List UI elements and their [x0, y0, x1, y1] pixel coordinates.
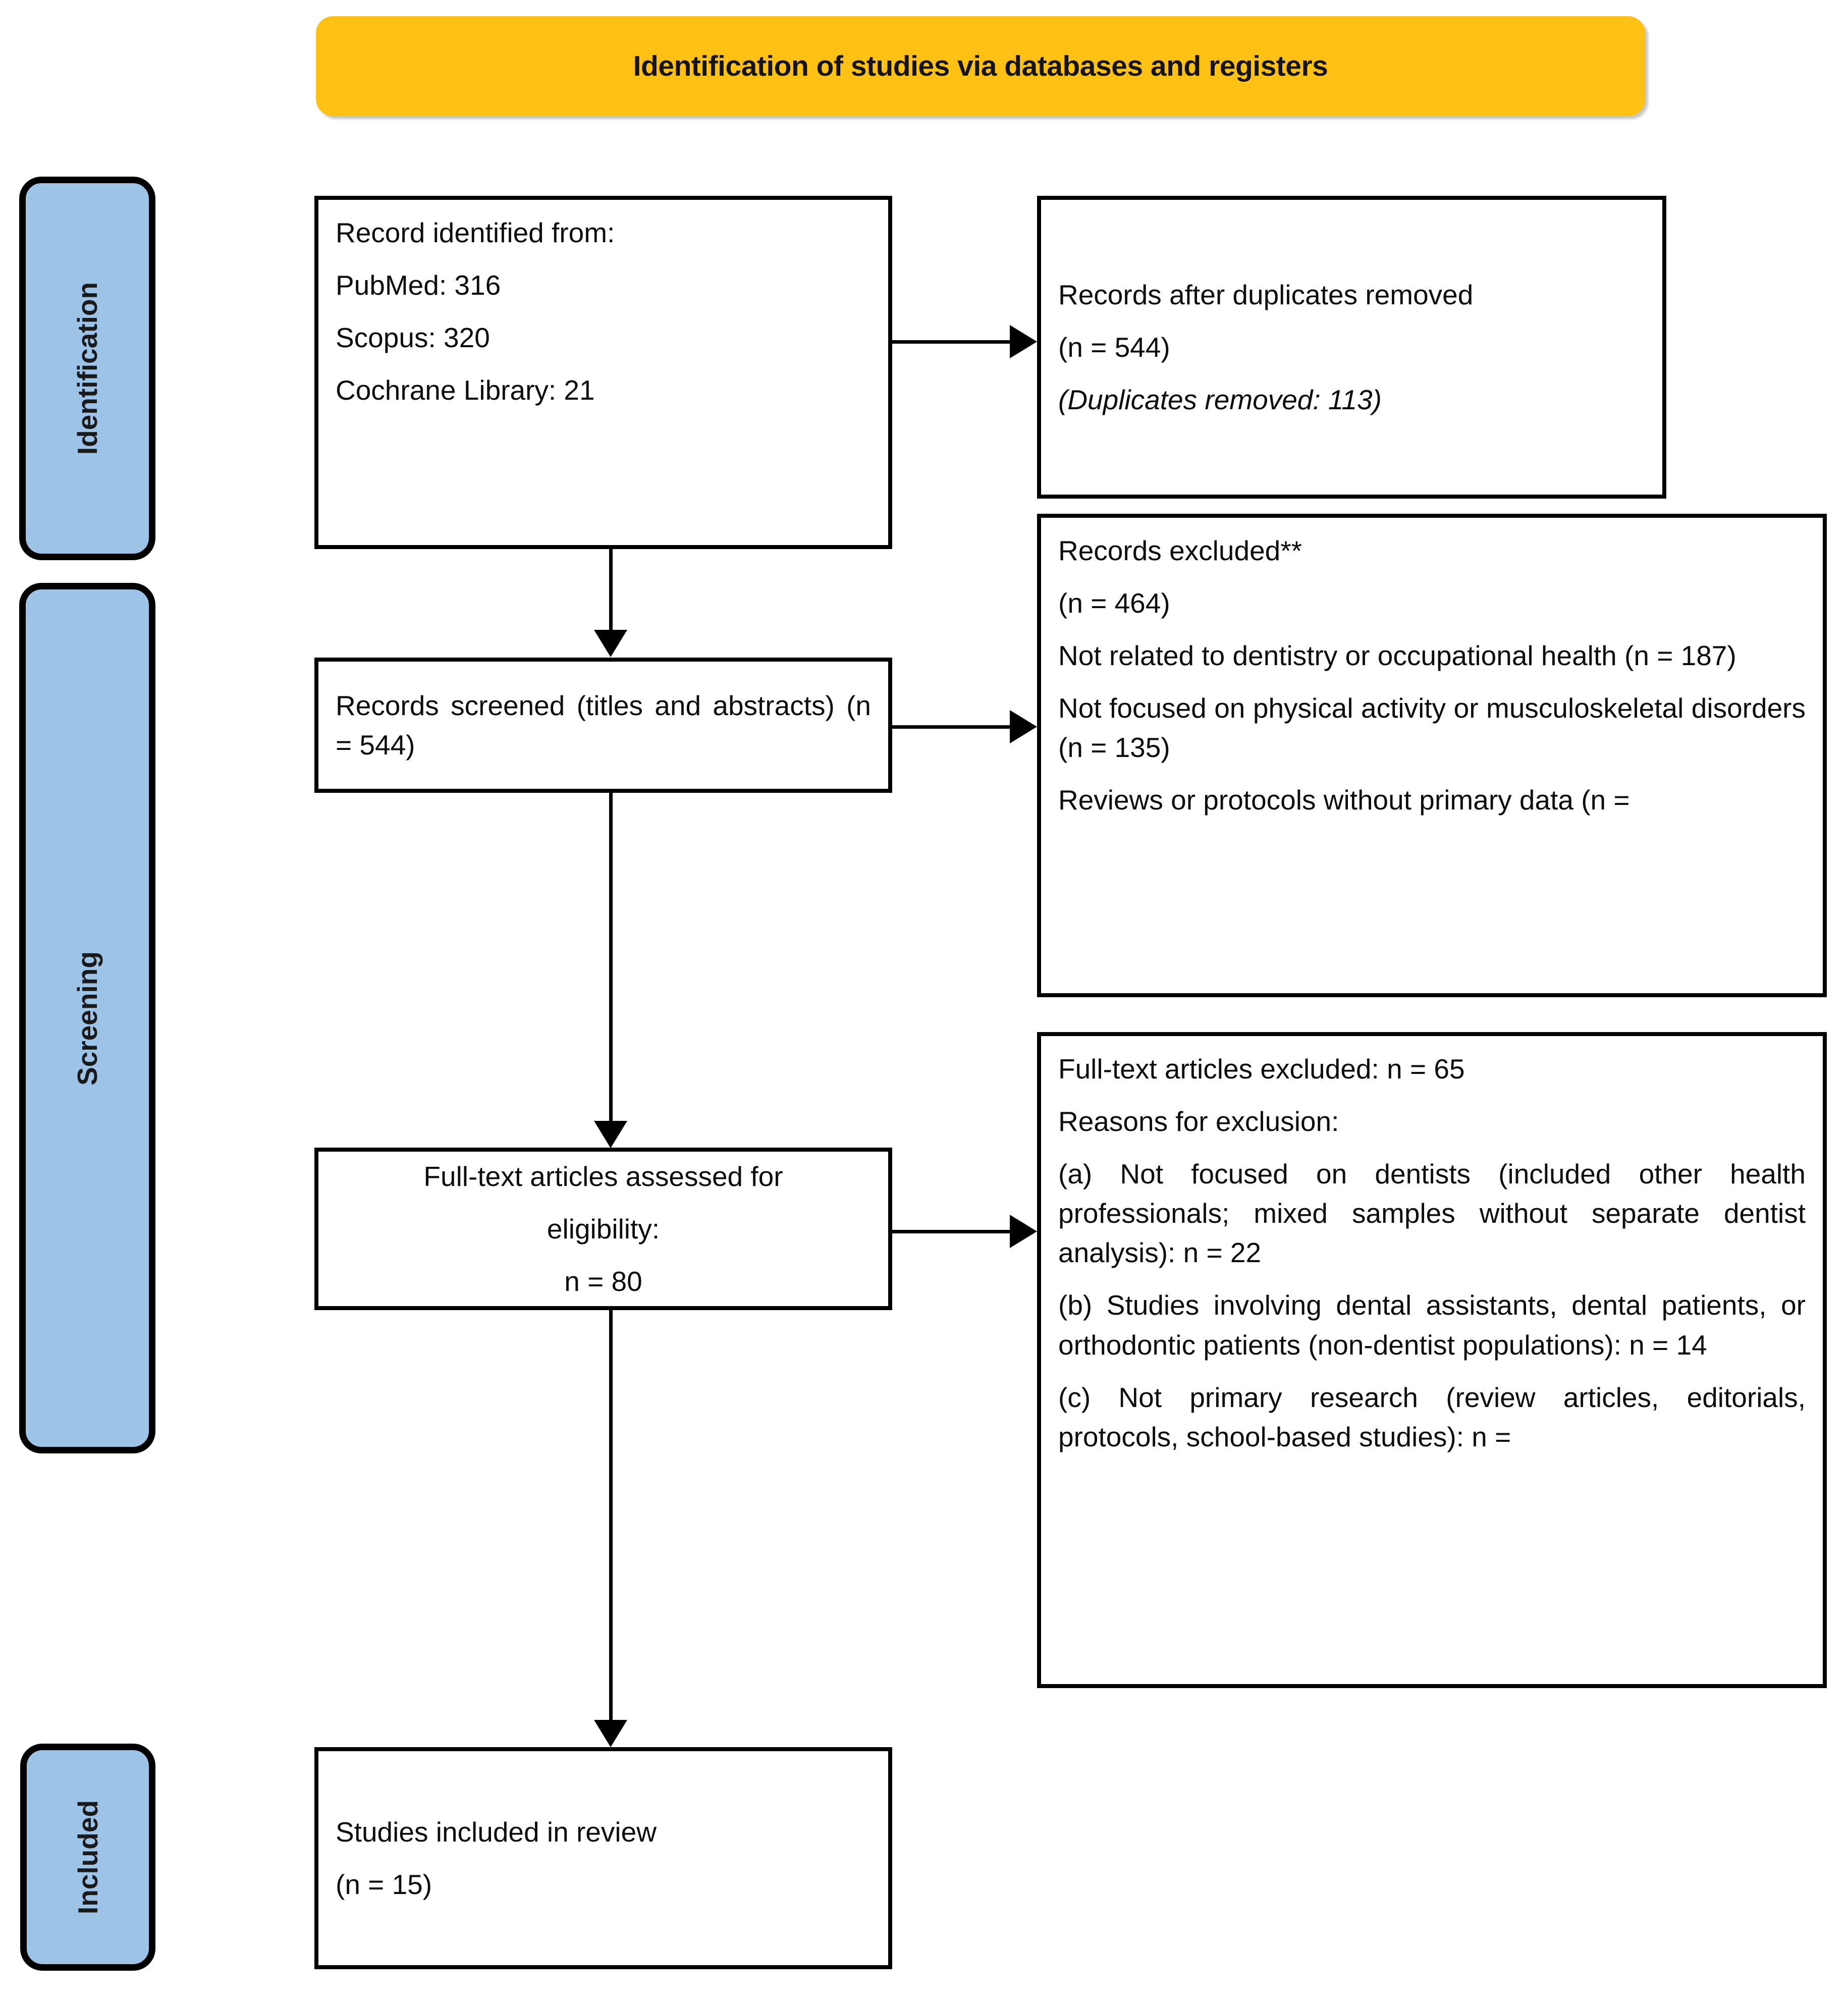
connector-fulltext-to-included-line	[609, 1310, 613, 1720]
fulltext-excluded-reasons-label: Reasons for exclusion:	[1058, 1106, 1339, 1138]
fulltext-assessed-count: n = 80	[564, 1266, 642, 1297]
connector-screened-to-fulltext-line	[609, 793, 613, 1121]
box-records-excluded: Records excluded** (n = 464) Not related…	[1037, 514, 1827, 997]
connector-fulltext-to-included-arrow	[594, 1720, 627, 1747]
diagram-header-banner: Identification of studies via databases …	[316, 16, 1645, 116]
studies-included-heading: Studies included in review	[336, 1816, 657, 1848]
fulltext-excluded-heading: Full-text articles excluded: n = 65	[1058, 1053, 1465, 1085]
connector-fulltext-to-ftexcluded-arrow	[1010, 1215, 1037, 1248]
records-identified-scopus: Scopus: 320	[336, 322, 490, 354]
box-studies-included: Studies included in review (n = 15)	[314, 1747, 892, 1969]
stage-label-identification-text: Identification	[72, 282, 103, 455]
records-identified-cochrane: Cochrane Library: 21	[336, 374, 595, 406]
connector-identified-to-duplicates-arrow	[1010, 325, 1037, 358]
connector-fulltext-to-ftexcluded-line	[892, 1230, 1011, 1233]
box-fulltext-excluded: Full-text articles excluded: n = 65 Reas…	[1037, 1032, 1827, 1688]
duplicates-count: (n = 544)	[1058, 331, 1170, 363]
records-screened-text: Records screened (titles and abstracts) …	[336, 689, 871, 761]
fulltext-excluded-reason-c: (c) Not primary research (review article…	[1058, 1381, 1806, 1452]
box-records-screened: Records screened (titles and abstracts) …	[314, 658, 892, 793]
duplicates-heading: Records after duplicates removed	[1058, 279, 1474, 310]
connector-screened-to-excluded-arrow	[1010, 710, 1037, 743]
records-identified-heading: Record identified from:	[336, 217, 615, 248]
box-records-after-duplicates: Records after duplicates removed (n = 54…	[1037, 196, 1666, 499]
box-fulltext-assessed: Full-text articles assessed for eligibil…	[314, 1148, 892, 1310]
records-excluded-count: (n = 464)	[1058, 587, 1170, 619]
stage-label-screening-text: Screening	[72, 951, 103, 1086]
connector-identified-to-duplicates-line	[892, 340, 1011, 344]
stage-label-screening: Screening	[19, 583, 155, 1453]
box-records-identified: Record identified from: PubMed: 316 Scop…	[314, 196, 892, 549]
connector-identified-to-screened-line	[609, 549, 613, 630]
stage-label-identification: Identification	[19, 177, 155, 560]
records-identified-pubmed: PubMed: 316	[336, 269, 501, 301]
records-excluded-reason-1: Not related to dentistry or occupational…	[1058, 640, 1736, 672]
connector-screened-to-excluded-line	[892, 725, 1011, 729]
records-excluded-reason-2: Not focused on physical activity or musc…	[1058, 692, 1806, 764]
connector-screened-to-fulltext-arrow	[594, 1121, 627, 1148]
stage-label-included-text: Included	[72, 1800, 103, 1915]
duplicates-removed-note: (Duplicates removed: 113)	[1058, 384, 1382, 416]
stage-label-included: Included	[20, 1744, 155, 1971]
fulltext-assessed-line1: Full-text articles assessed for	[423, 1160, 783, 1192]
records-excluded-heading: Records excluded**	[1058, 535, 1302, 566]
studies-included-count: (n = 15)	[336, 1869, 432, 1900]
fulltext-excluded-reason-a: (a) Not focused on dentists (included ot…	[1058, 1158, 1806, 1269]
fulltext-assessed-line2: eligibility:	[547, 1213, 660, 1245]
connector-identified-to-screened-arrow	[594, 630, 627, 657]
diagram-title: Identification of studies via databases …	[633, 50, 1328, 82]
fulltext-excluded-reason-b: (b) Studies involving dental assistants,…	[1058, 1289, 1806, 1361]
records-excluded-reason-3: Reviews or protocols without primary dat…	[1058, 784, 1630, 816]
